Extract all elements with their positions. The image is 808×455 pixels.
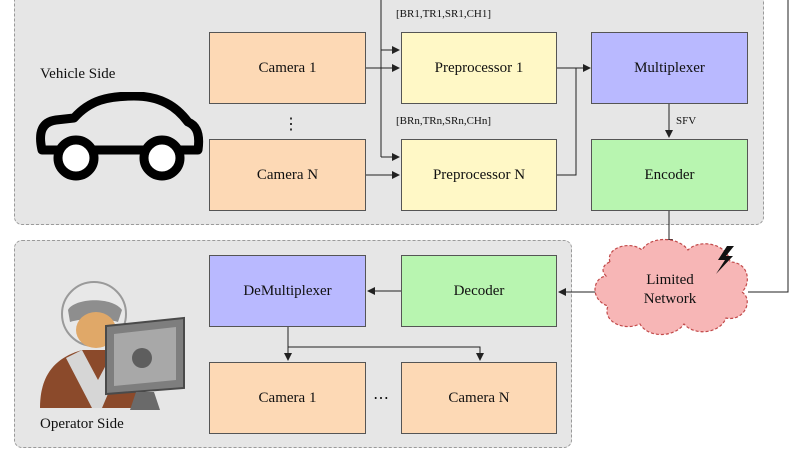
operator-camera-n: Camera N [401,362,557,434]
vehicle-camera-n: Camera N [209,139,366,211]
lightning-icon [716,246,734,274]
network-label: Limited Network [590,271,750,309]
operator-side-label: Operator Side [40,416,124,432]
encoder: Encoder [591,139,748,211]
vehicle-side-label: Vehicle Side [40,66,116,82]
vertical-dots: ⋮ [283,116,299,133]
demultiplexer: DeMultiplexer [209,255,366,327]
horizontal-dots: ⋯ [373,390,389,407]
car-icon [36,92,204,181]
preprocessor-n: Preprocessor N [401,139,557,211]
params-n-label: [BRn,TRn,SRn,CHn] [396,115,492,127]
decoder: Decoder [401,255,557,327]
operator-camera-1: Camera 1 [209,362,366,434]
preprocessor-1: Preprocessor 1 [401,32,557,104]
multiplexer: Multiplexer [591,32,748,104]
params-1-label: [BR1,TR1,SR1,CH1] [396,8,492,20]
network-label-line2: Network [643,291,697,307]
vehicle-camera-1: Camera 1 [209,32,366,104]
operator-icon [40,281,185,410]
sfv-label: SFV [676,115,697,127]
network-label-line1: Limited [646,272,694,288]
